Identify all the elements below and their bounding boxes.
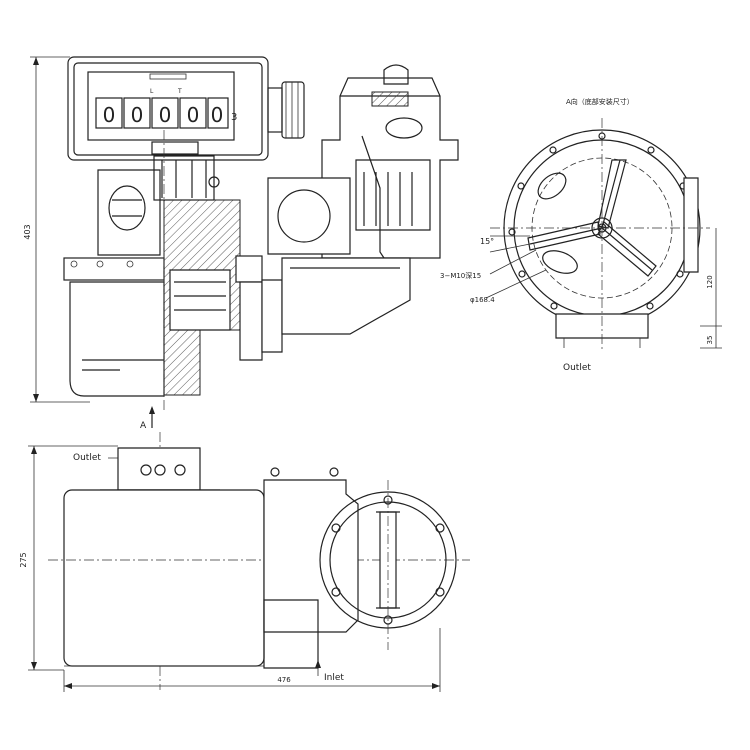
digit-4: 0 (187, 103, 200, 127)
digit-5: 0 (211, 103, 224, 127)
counter-mark-t: T (177, 88, 182, 95)
counter-mark-l: L (150, 88, 154, 95)
angle-15: 15° (480, 237, 494, 246)
front-section-view: 403 0 0 0 0 0 3 L T (23, 56, 459, 431)
strainer-assembly (267, 64, 459, 335)
top-outlet-label: Outlet (73, 453, 101, 463)
digit-3: 0 (159, 103, 172, 127)
reset-knob (267, 81, 305, 139)
a-view: A向（底部安装尺寸） (440, 97, 722, 373)
top-view: Outlet 275 In (19, 432, 470, 692)
dim-275: 275 (19, 552, 28, 567)
a-view-dimensions: 120 35 15° 3−M10深15 φ168.4 (440, 228, 722, 349)
dimension-height-403: 403 (23, 56, 90, 403)
diameter-callout: φ168.4 (470, 296, 495, 304)
bolt-callout: 3−M10深15 (440, 271, 481, 280)
dim-35: 35 (706, 336, 714, 345)
dim-120: 120 (706, 275, 714, 288)
digit-2: 0 (131, 103, 144, 127)
counter-suffix: 3 (231, 112, 237, 123)
dim-403-label: 403 (23, 224, 32, 239)
dim-476: 476 (277, 676, 291, 684)
counter-digits: 0 0 0 0 0 3 L T (95, 88, 237, 129)
rotor-arms (527, 159, 657, 277)
a-view-outlet: Outlet (563, 363, 591, 373)
counter-register: 0 0 0 0 0 3 L T (67, 56, 305, 161)
meter-body: A (63, 130, 283, 431)
top-inlet-label: Inlet (324, 673, 344, 683)
a-view-title: A向（底部安装尺寸） (566, 97, 634, 106)
arrow-a-label: A (140, 421, 147, 431)
digit-1: 0 (103, 103, 116, 127)
